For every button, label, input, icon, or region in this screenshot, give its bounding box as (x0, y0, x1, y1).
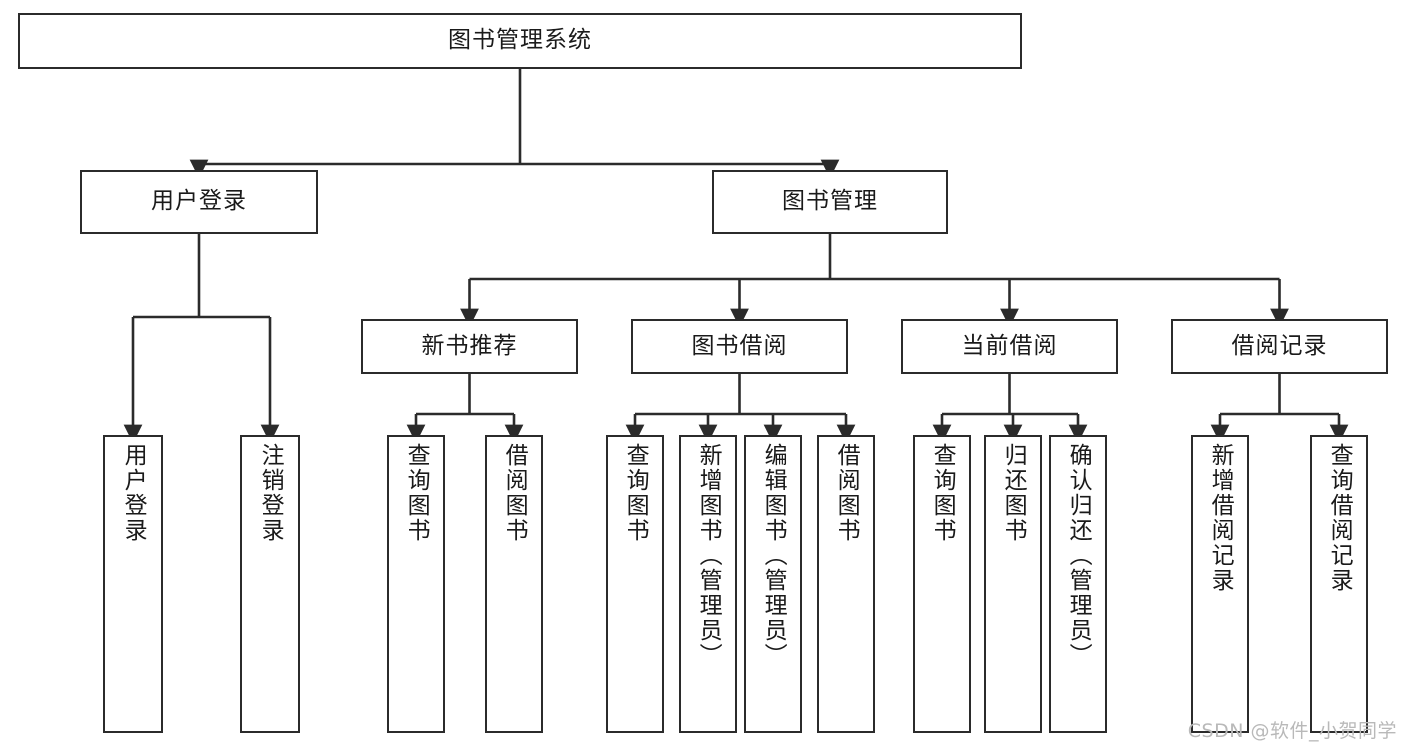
node-leaf-user-login-label: 用户登录 (120, 443, 147, 543)
node-leaf-query-record[interactable]: 查询借阅记录 (1310, 435, 1368, 733)
node-leaf-borrow-book-2-label: 借阅图书 (833, 443, 860, 543)
node-leaf-user-logout[interactable]: 注销登录 (240, 435, 300, 733)
node-user-login-label: 用户登录 (151, 188, 247, 215)
node-root-label: 图书管理系统 (448, 27, 592, 54)
node-leaf-borrow-book-1[interactable]: 借阅图书 (485, 435, 543, 733)
node-leaf-confirm-return-label: 确认归还（管理员） (1065, 443, 1092, 668)
node-leaf-user-login[interactable]: 用户登录 (103, 435, 163, 733)
node-user-login[interactable]: 用户登录 (80, 170, 318, 234)
node-leaf-query-record-label: 查询借阅记录 (1326, 443, 1353, 593)
node-book-borrow[interactable]: 图书借阅 (631, 319, 848, 374)
node-leaf-add-book[interactable]: 新增图书（管理员） (679, 435, 737, 733)
node-leaf-query-book-1[interactable]: 查询图书 (387, 435, 445, 733)
node-leaf-return-book-label: 归还图书 (1000, 443, 1027, 543)
node-leaf-confirm-return[interactable]: 确认归还（管理员） (1049, 435, 1107, 733)
watermark: CSDN @软件_小贺同学 (1187, 720, 1397, 742)
node-leaf-return-book[interactable]: 归还图书 (984, 435, 1042, 733)
node-book-manage[interactable]: 图书管理 (712, 170, 948, 234)
node-book-borrow-label: 图书借阅 (691, 332, 788, 359)
node-borrow-record[interactable]: 借阅记录 (1171, 319, 1388, 374)
node-leaf-query-book-3[interactable]: 查询图书 (913, 435, 971, 733)
node-leaf-borrow-book-1-label: 借阅图书 (501, 443, 528, 543)
node-leaf-edit-book-label: 编辑图书（管理员） (760, 443, 787, 668)
node-leaf-add-book-label: 新增图书（管理员） (695, 443, 722, 668)
node-leaf-add-record[interactable]: 新增借阅记录 (1191, 435, 1249, 733)
node-book-manage-label: 图书管理 (782, 188, 878, 215)
node-borrow-record-label: 借阅记录 (1231, 332, 1328, 359)
node-leaf-user-logout-label: 注销登录 (257, 443, 284, 543)
node-leaf-query-book-3-label: 查询图书 (929, 443, 956, 543)
node-leaf-query-book-1-label: 查询图书 (403, 443, 430, 543)
node-current-borrow-label: 当前借阅 (961, 332, 1058, 359)
node-root[interactable]: 图书管理系统 (18, 13, 1022, 69)
node-new-book-recommend-label: 新书推荐 (421, 332, 518, 359)
node-leaf-borrow-book-2[interactable]: 借阅图书 (817, 435, 875, 733)
node-leaf-query-book-2-label: 查询图书 (622, 443, 649, 543)
node-leaf-query-book-2[interactable]: 查询图书 (606, 435, 664, 733)
node-new-book-recommend[interactable]: 新书推荐 (361, 319, 578, 374)
node-leaf-edit-book[interactable]: 编辑图书（管理员） (744, 435, 802, 733)
node-current-borrow[interactable]: 当前借阅 (901, 319, 1118, 374)
node-leaf-add-record-label: 新增借阅记录 (1207, 443, 1234, 593)
